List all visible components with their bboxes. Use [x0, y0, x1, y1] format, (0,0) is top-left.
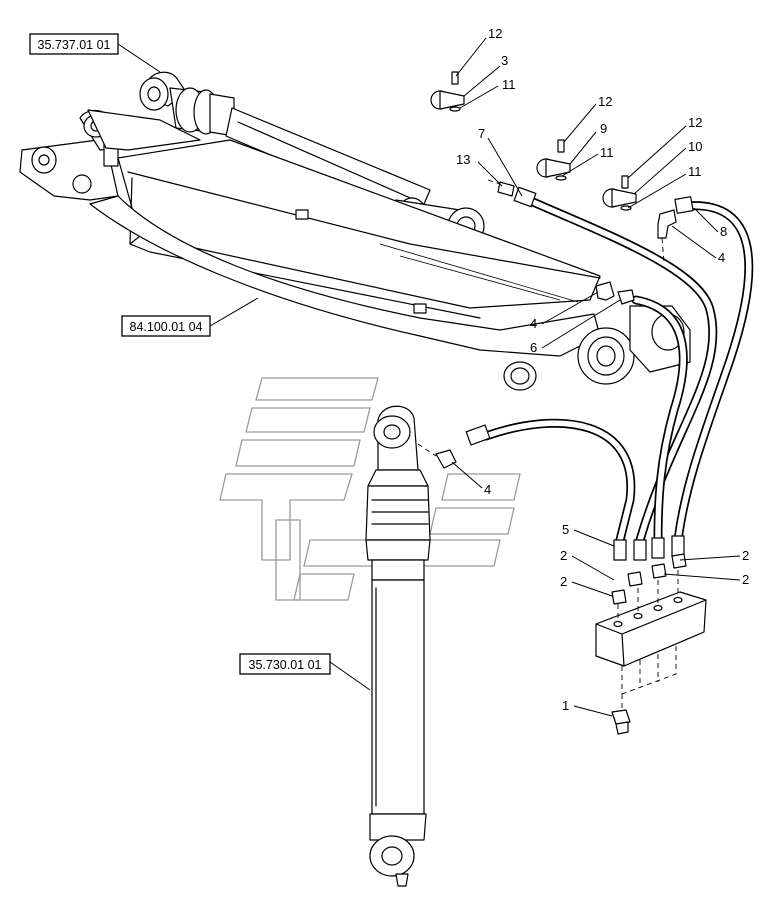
- callout-5: 5: [562, 522, 569, 537]
- callout-8: 8: [720, 224, 727, 239]
- ref-cylinder-boom-label: 35.737.01 01: [38, 38, 111, 52]
- callout-2: 2: [560, 548, 567, 563]
- callouts: 12 3 11 12 9 11 12 10 11 7 13 8 4 4 6 4 …: [456, 26, 749, 713]
- callout-2: 2: [742, 572, 749, 587]
- callout-11: 11: [502, 77, 516, 92]
- callout-12: 12: [688, 115, 702, 130]
- callout-3: 3: [501, 53, 508, 68]
- ref-cylinder-arm-box: 35.730.01 01: [239, 653, 331, 675]
- callout-7: 7: [478, 126, 485, 141]
- callout-12: 12: [488, 26, 502, 41]
- ref-boom-label: 84.100.01 04: [130, 320, 203, 334]
- callout-4: 4: [484, 482, 491, 497]
- ref-boom-box: 84.100.01 04: [121, 315, 211, 337]
- callout-11: 11: [600, 145, 614, 160]
- callout-4: 4: [718, 250, 725, 265]
- ref-cylinder-arm-label: 35.730.01 01: [249, 658, 322, 672]
- arm-cylinder: [365, 405, 431, 887]
- callout-13: 13: [456, 152, 470, 167]
- boom: [19, 109, 691, 391]
- hoses: [465, 186, 754, 561]
- leader-lines: [117, 37, 741, 717]
- callout-10: 10: [688, 139, 702, 154]
- callout-1: 1: [562, 698, 569, 713]
- callout-2: 2: [742, 548, 749, 563]
- manifold-block: [595, 570, 707, 735]
- callout-6: 6: [530, 340, 537, 355]
- callout-11: 11: [688, 164, 702, 179]
- watermark-logo: [219, 377, 521, 601]
- callout-9: 9: [600, 121, 607, 136]
- ref-cylinder-boom-box: 35.737.01 01: [29, 33, 119, 55]
- callout-4: 4: [530, 316, 537, 331]
- callout-2: 2: [560, 574, 567, 589]
- callout-12: 12: [598, 94, 612, 109]
